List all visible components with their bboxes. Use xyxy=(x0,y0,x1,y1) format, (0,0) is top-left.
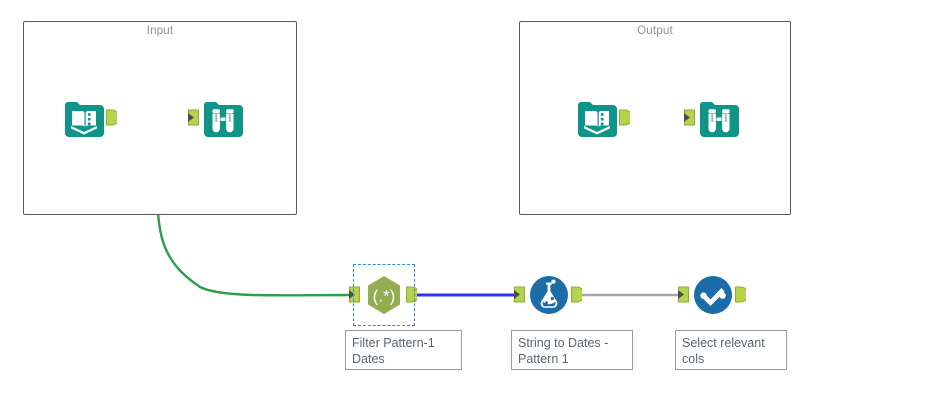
tool-label-select-1[interactable]: Select relevant cols xyxy=(675,330,787,370)
tool-node-browse-2[interactable] xyxy=(684,96,741,140)
tool-node-browse-1[interactable] xyxy=(188,96,245,140)
input-data-icon xyxy=(65,102,104,137)
input-anchor[interactable] xyxy=(188,109,199,126)
input-anchor[interactable] xyxy=(349,286,360,303)
tool-label-formula-1[interactable]: String to Dates - Pattern 1 xyxy=(511,330,633,370)
formula-flask-icon xyxy=(530,276,568,314)
tool-node-input-data-2[interactable] xyxy=(575,96,633,140)
output-anchor[interactable] xyxy=(106,109,120,126)
tool-label-regex-1[interactable]: Filter Pattern-1 Dates xyxy=(345,330,462,370)
input-anchor[interactable] xyxy=(678,286,689,303)
container-title-input: Input xyxy=(146,25,174,37)
input-anchor[interactable] xyxy=(684,109,695,126)
browse-binoculars-icon xyxy=(204,102,243,137)
output-anchor[interactable] xyxy=(735,286,749,303)
output-anchor[interactable] xyxy=(619,109,633,126)
tool-node-input-data-1[interactable] xyxy=(62,96,120,140)
input-data-icon xyxy=(578,102,617,137)
svg-text:(.*): (.*) xyxy=(373,287,396,306)
tool-node-select-1[interactable] xyxy=(678,273,749,317)
input-anchor[interactable] xyxy=(514,286,525,303)
output-anchor[interactable] xyxy=(571,286,585,303)
regex-icon: (.*) xyxy=(368,276,400,314)
output-anchor[interactable] xyxy=(406,286,420,303)
container-title-output: Output xyxy=(637,25,673,37)
tool-node-formula-1[interactable] xyxy=(514,273,585,317)
browse-binoculars-icon xyxy=(700,102,739,137)
tool-container-output[interactable]: Output xyxy=(519,21,791,215)
select-check-icon xyxy=(694,276,732,314)
tool-node-regex-1[interactable]: (.*) xyxy=(349,264,420,326)
